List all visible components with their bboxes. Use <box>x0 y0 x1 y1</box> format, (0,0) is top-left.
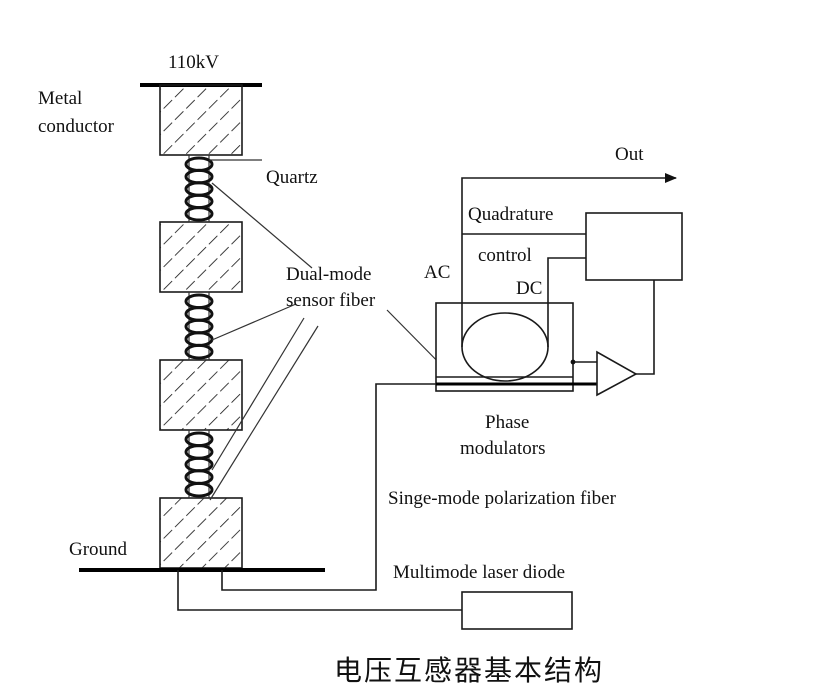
figure-caption: 电压互感器基本结构 <box>334 654 604 687</box>
singe-mode-label: Singe-mode polarization fiber <box>388 488 617 509</box>
dual-mode-label-line2: sensor fiber <box>286 290 376 311</box>
dual-mode-leader-3 <box>211 317 305 471</box>
coil-winding <box>184 331 214 347</box>
fiber-to-modulator <box>221 383 436 591</box>
metal-conductor-label-line1: Metal <box>38 88 82 109</box>
quartz-rod-1 <box>188 154 210 223</box>
laser-lead <box>177 570 462 611</box>
ground-label: Ground <box>69 539 128 560</box>
coil-winding <box>184 343 214 360</box>
coil-winding <box>184 318 214 335</box>
phase-label-line2: modulators <box>460 438 546 459</box>
amp-output-to-quadrature <box>636 280 655 375</box>
coil-winding <box>184 456 214 473</box>
control-label: control <box>478 245 532 266</box>
ac-label: AC <box>424 262 450 283</box>
out-label: Out <box>615 144 644 165</box>
laser-label: Multimode laser diode <box>393 562 565 583</box>
dc-line <box>547 257 586 347</box>
conductor-block-3 <box>159 359 243 431</box>
sensor-fiber-coils <box>184 156 214 498</box>
quadrature-control-box <box>585 212 683 281</box>
ac-line <box>461 173 677 347</box>
coil-winding <box>184 306 214 322</box>
coil-winding <box>184 156 214 172</box>
amp-junction-dot <box>570 359 576 365</box>
dual-mode-label-line1: Dual-mode <box>286 264 371 285</box>
coil-winding <box>184 293 214 310</box>
conductor-block-1 <box>159 84 243 156</box>
conductor-block-2 <box>159 221 243 293</box>
coil-winding <box>184 193 214 210</box>
quartz-rod-3 <box>188 429 210 499</box>
coil-winding <box>184 181 214 197</box>
quartz-label: Quartz <box>266 167 318 188</box>
phase-label-line1: Phase <box>485 412 529 433</box>
metal-conductor-label-line2: conductor <box>38 116 115 137</box>
coil-winding <box>184 168 214 185</box>
dual-mode-leader-1 <box>211 182 313 269</box>
dual-mode-leader-4 <box>209 325 319 501</box>
quartz-rod-2 <box>188 291 210 361</box>
dc-label: DC <box>516 278 542 299</box>
conductor-block-4 <box>159 497 243 569</box>
dual-mode-leader-2 <box>211 303 297 341</box>
amplifier-triangle <box>596 350 638 397</box>
coil-winding <box>184 469 214 485</box>
laser-diode-box <box>461 591 573 630</box>
coil-winding <box>184 431 214 448</box>
coil-winding <box>184 206 214 222</box>
quadrature-label: Quadrature <box>468 204 553 225</box>
voltage-label: 110kV <box>168 52 219 73</box>
coil-winding <box>184 444 214 460</box>
coil-winding <box>184 481 214 498</box>
